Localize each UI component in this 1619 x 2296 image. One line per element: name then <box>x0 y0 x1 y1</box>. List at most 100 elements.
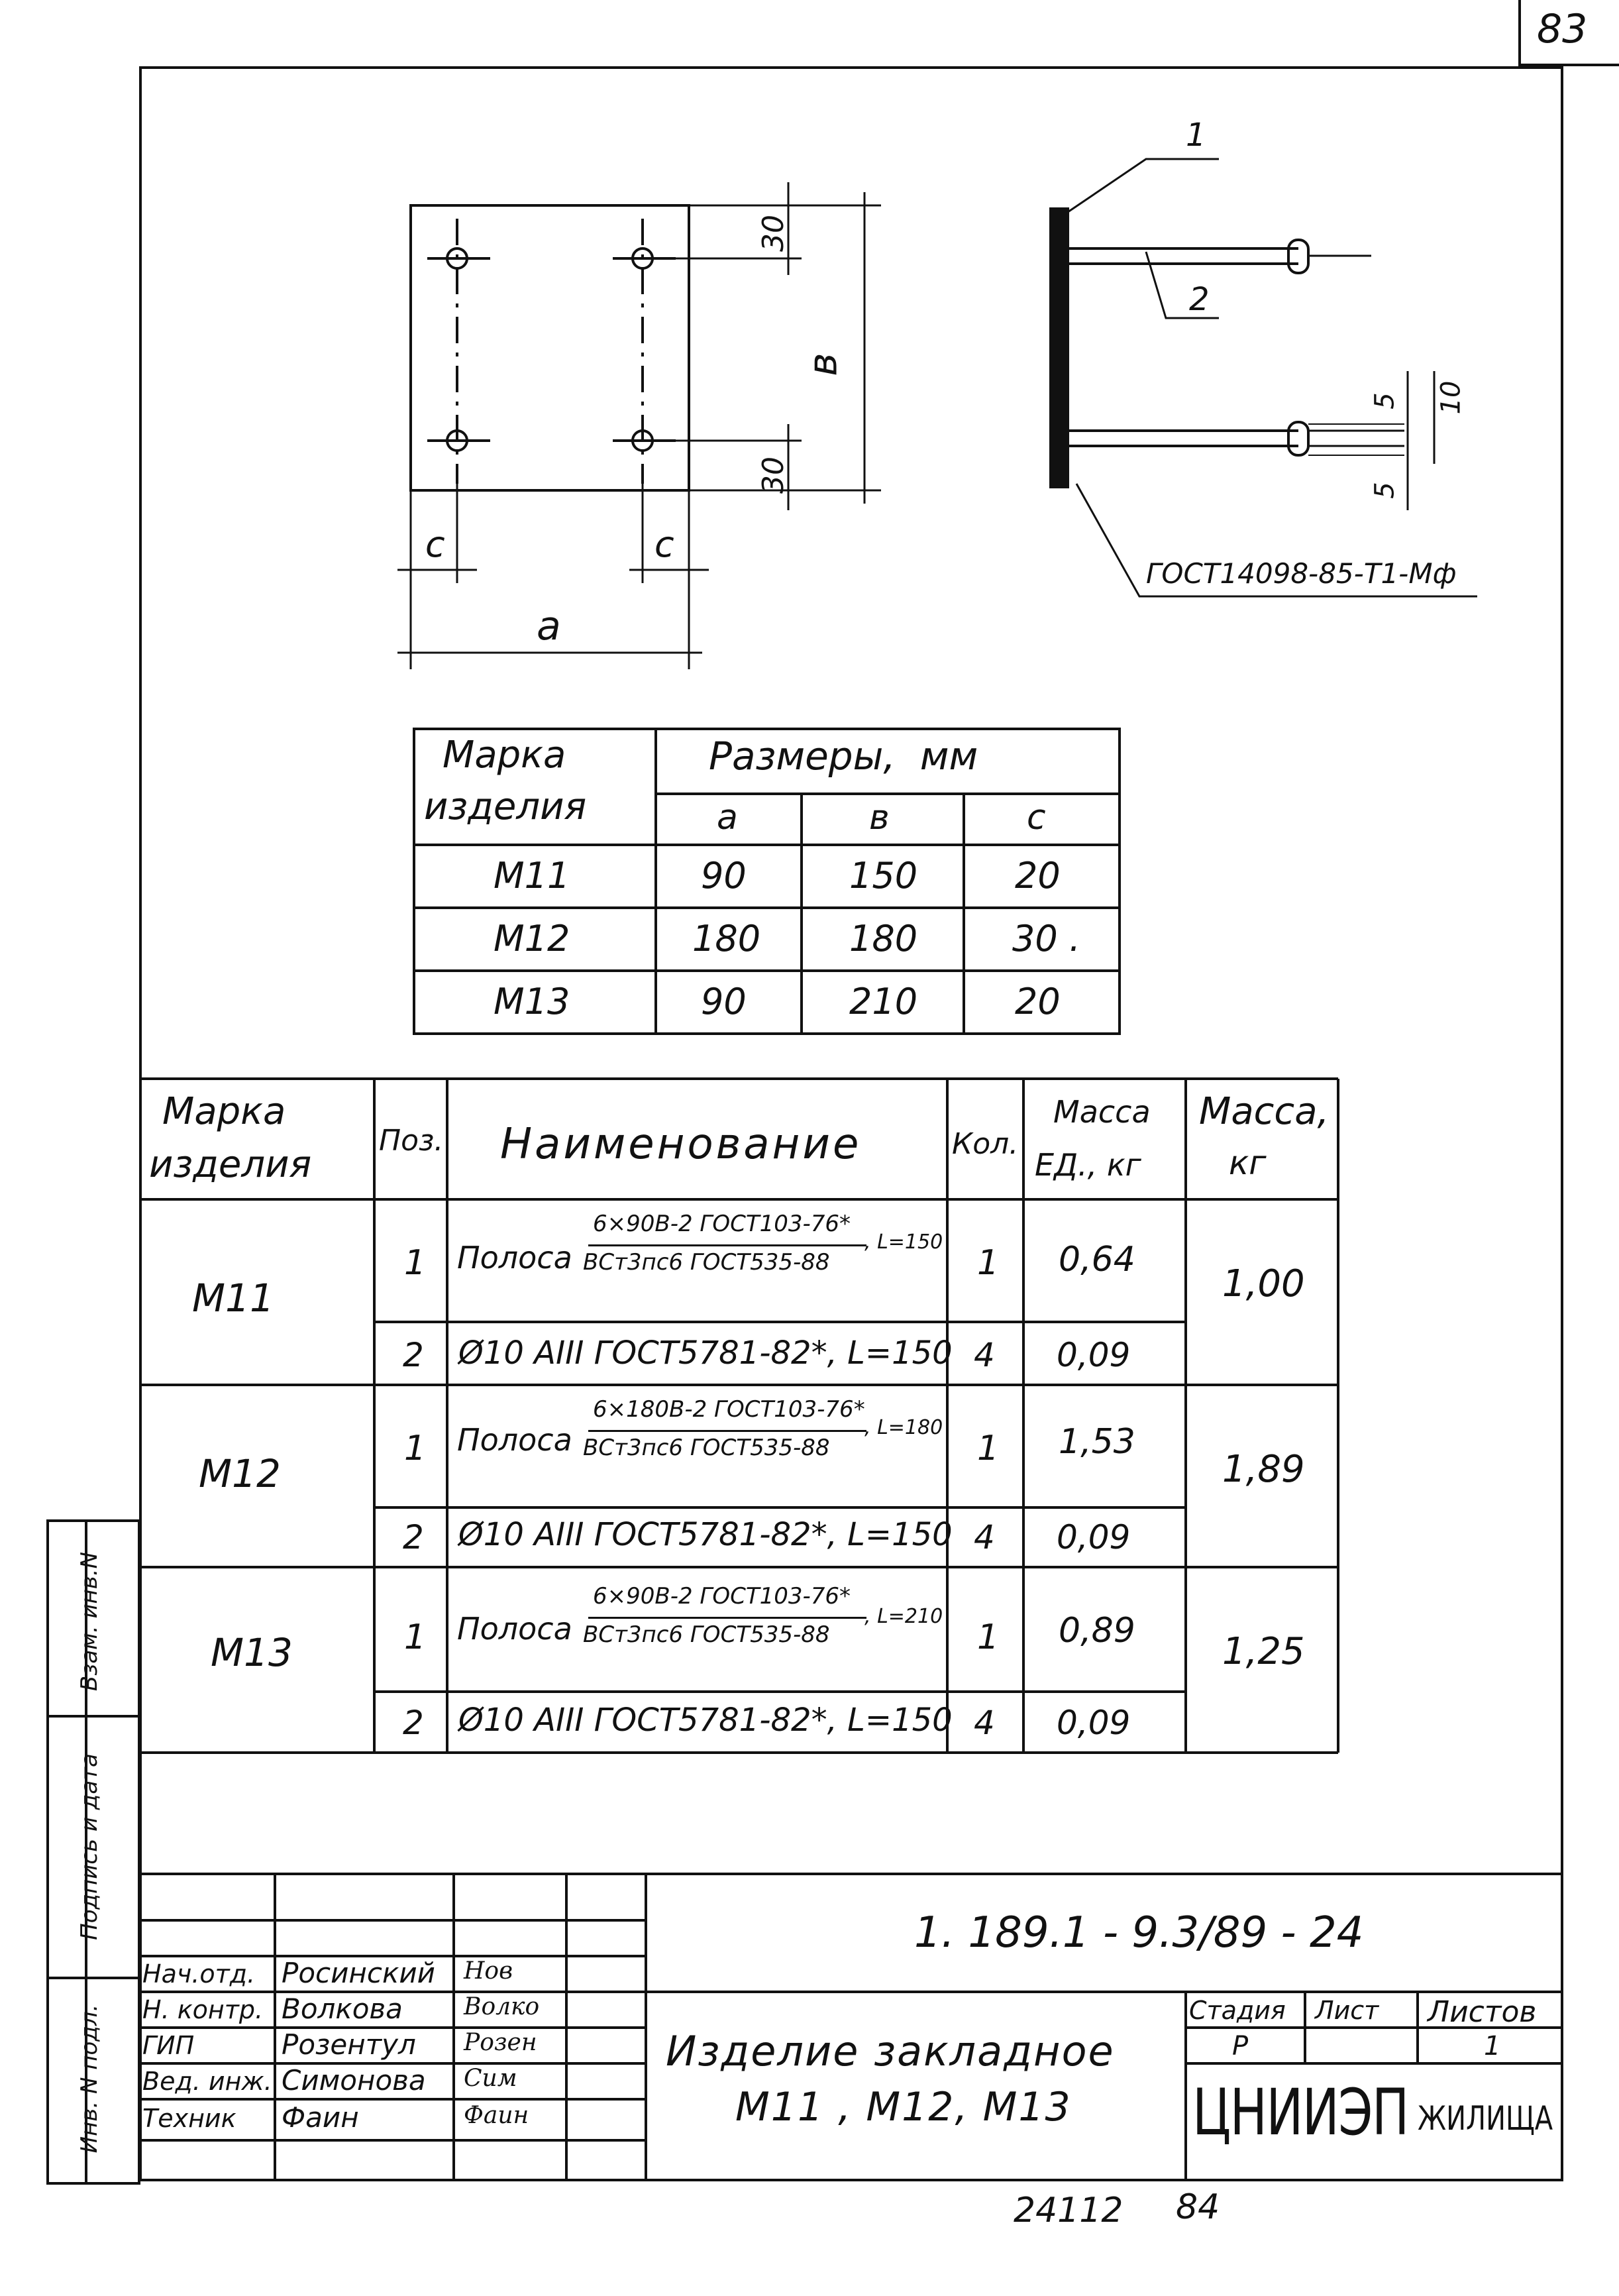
spec-g3-i2-qty: 4 <box>974 1704 995 1742</box>
drawing-frame <box>139 66 1563 2181</box>
spec-header-pos: Поз. <box>379 1124 444 1158</box>
sizes-row-3-a: 90 <box>701 981 747 1022</box>
sizes-row-3-b: 210 <box>849 981 918 1022</box>
spec-g1-i1-prefix: Полоса <box>457 1240 572 1276</box>
spec-g2-i1-num: 6×180В-2 ГОСТ103-76* <box>593 1396 865 1423</box>
spec-g3-i2-unit: 0,09 <box>1057 1704 1131 1742</box>
sheets-label: Листов <box>1428 1995 1537 2029</box>
staff-5-role: Техник <box>142 2104 236 2133</box>
weld-note: ГОСТ14098-85-Т1-Мф <box>1146 557 1457 590</box>
spec-g3-i1-len: , L=210 <box>864 1605 943 1628</box>
spec-g3-i1-qty: 1 <box>977 1617 1000 1657</box>
sizes-table-border <box>413 728 1121 1035</box>
spec-g2-i1-den: ВСт3пс6 ГОСТ535-88 <box>583 1435 830 1461</box>
dim-c-left-label: c <box>425 523 445 565</box>
sizes-row-3-c: 20 <box>1015 981 1061 1022</box>
stage-label: Стадия <box>1189 1996 1286 2025</box>
spec-g3-i1-unit: 0,89 <box>1059 1611 1135 1651</box>
staff-2-name: Волкова <box>282 1993 403 2025</box>
spec-g1-i2-unit: 0,09 <box>1057 1336 1131 1374</box>
sizes-row-3-mark: М13 <box>494 981 570 1022</box>
spec-g2-i1-prefix: Полоса <box>457 1422 572 1458</box>
org-suffix: ЖИЛИЩА <box>1418 2099 1553 2138</box>
callout-2: 2 <box>1189 281 1210 318</box>
staff-3-role: ГИП <box>142 2031 195 2060</box>
footer-code: 24112 <box>1014 2191 1123 2230</box>
staff-4-name: Симонова <box>282 2064 426 2097</box>
spec-g3-i2-text: Ø10 АIII ГОСТ5781-82*, L=150 <box>458 1702 953 1739</box>
sheet-number: 83 <box>1537 6 1588 52</box>
dim-30-bottom-label: 30 <box>757 457 790 494</box>
spec-header-name: Наименование <box>500 1120 862 1169</box>
spec-g3-i1-fraction-bar <box>588 1617 866 1619</box>
sizes-header-mark-1: Марка <box>443 734 566 777</box>
spec-group-2-mass: 1,89 <box>1222 1448 1305 1491</box>
sizes-row-1-b: 150 <box>849 855 918 897</box>
plate-outline <box>409 204 690 492</box>
spec-g1-i1-unit: 0,64 <box>1059 1240 1135 1280</box>
staff-1-role: Нач.отд. <box>142 1959 256 1989</box>
sizes-row-2-b: 180 <box>849 918 918 959</box>
spec-g1-i1-qty: 1 <box>977 1243 1000 1283</box>
drawing-title-line-1: Изделие закладное <box>666 2027 1115 2075</box>
side-stamp-sign-label: Подпись и дата <box>76 1753 103 1940</box>
spec-g1-i1-pos: 1 <box>404 1243 427 1283</box>
spec-header-mass-1: Масса, <box>1199 1090 1330 1133</box>
staff-2-role: Н. контр. <box>142 1995 264 2024</box>
staff-4-sign: Сим <box>464 2065 517 2092</box>
spec-g1-i2-pos: 2 <box>403 1336 424 1374</box>
sizes-col-b: в <box>869 798 890 838</box>
spec-g2-i2-unit: 0,09 <box>1057 1518 1131 1557</box>
spec-g2-i2-text: Ø10 АIII ГОСТ5781-82*, L=150 <box>458 1516 953 1553</box>
staff-5-sign: Фаин <box>464 2102 529 2129</box>
sizes-row-2-c: 30 . <box>1012 918 1081 959</box>
spec-g2-i1-pos: 1 <box>404 1429 427 1468</box>
staff-1-sign: Нов <box>464 1957 513 1985</box>
spec-g3-i1-pos: 1 <box>404 1617 427 1657</box>
spec-g2-i1-fraction-bar <box>588 1430 866 1432</box>
dim-a-label: a <box>537 603 561 649</box>
dim-c-right-label: c <box>654 523 674 565</box>
spec-g1-i2-qty: 4 <box>974 1336 995 1374</box>
spec-header-mark-1: Марка <box>162 1090 286 1133</box>
spec-header-qty: Кол. <box>952 1127 1019 1161</box>
sizes-row-1-c: 20 <box>1015 855 1061 897</box>
corner-rule-horizontal <box>1518 64 1619 66</box>
spec-g2-i1-len: , L=180 <box>864 1416 943 1439</box>
staff-3-name: Розентул <box>282 2028 416 2061</box>
callout-1: 1 <box>1186 117 1206 154</box>
side-stamp-replace-label: Взам. инв.N <box>76 1551 103 1692</box>
sizes-col-c: c <box>1027 798 1046 838</box>
sizes-header-mark-2: изделия <box>424 785 587 828</box>
spec-g3-i1-prefix: Полоса <box>457 1611 572 1647</box>
spec-group-1-mass: 1,00 <box>1222 1262 1305 1305</box>
spec-g3-i1-den: ВСт3пс6 ГОСТ535-88 <box>583 1621 830 1648</box>
sizes-row-1-mark: М11 <box>494 855 570 897</box>
spec-group-1-mark: М11 <box>192 1276 274 1321</box>
staff-3-sign: Розен <box>464 2029 537 2056</box>
spec-header-mass-2: кг <box>1229 1144 1267 1182</box>
sheet-label: Лист <box>1315 1996 1379 2025</box>
spec-header-mark-2: изделия <box>149 1143 312 1186</box>
doc-code: 1. 189.1 - 9.3/89 - 24 <box>914 1908 1364 1957</box>
spec-g3-i1-num: 6×90В-2 ГОСТ103-76* <box>593 1583 851 1610</box>
spec-g1-i1-num: 6×90В-2 ГОСТ103-76* <box>593 1211 851 1237</box>
dim-10-label: 10 <box>1436 380 1467 415</box>
dim-5-top-label: 5 <box>1369 392 1400 410</box>
dim-5-bottom-label: 5 <box>1369 482 1400 499</box>
staff-1-name: Росинский <box>282 1957 435 1989</box>
sheets-value: 1 <box>1484 2031 1501 2061</box>
spec-g2-i2-qty: 4 <box>974 1518 995 1557</box>
spec-g1-i1-len: , L=150 <box>864 1230 943 1254</box>
staff-2-sign: Волко <box>464 1993 540 2020</box>
spec-group-2-mark: М12 <box>199 1451 281 1496</box>
spec-g3-i2-pos: 2 <box>403 1704 424 1742</box>
spec-header-unit-mass-2: ЕД., кг <box>1035 1147 1141 1183</box>
side-plate <box>1049 207 1069 488</box>
spec-g2-i1-unit: 1,53 <box>1059 1422 1135 1462</box>
sizes-header-sizes: Размеры, мм <box>709 734 978 779</box>
staff-5-name: Фаин <box>282 2101 359 2134</box>
org-logo: ЦНИИЭП <box>1192 2075 1409 2150</box>
stage-value: Р <box>1232 2031 1249 2061</box>
